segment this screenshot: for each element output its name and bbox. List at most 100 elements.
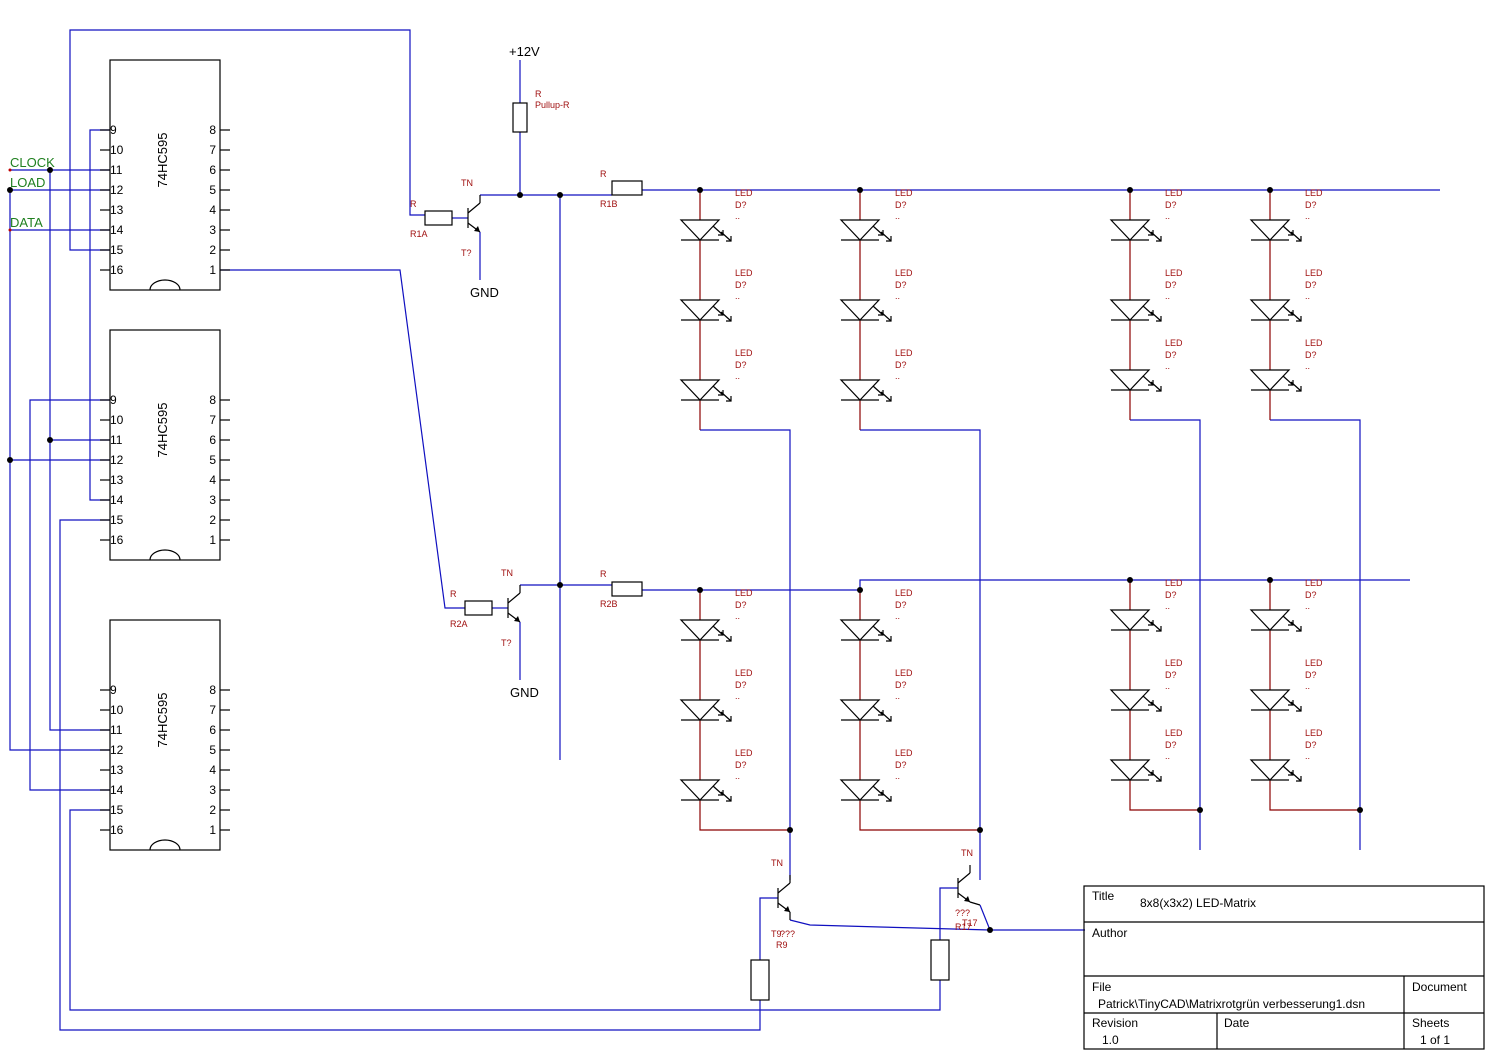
ic-pin-label: 10 <box>110 413 124 427</box>
led-name: D? <box>895 680 907 690</box>
title-value: 8x8(x3x2) LED-Matrix <box>1140 896 1256 910</box>
r2a-type: R <box>450 589 457 599</box>
ic-pin-label: 13 <box>110 203 124 217</box>
net-clock-label: CLOCK <box>10 155 55 170</box>
led-value: .. <box>1305 751 1310 761</box>
led-name: D? <box>1165 590 1177 600</box>
sheets-label: Sheets <box>1412 1016 1449 1030</box>
led-value: .. <box>735 611 740 621</box>
led-column-wires <box>699 190 1360 831</box>
led-type: LED <box>1305 658 1323 668</box>
ic-name-2: 74HC595 <box>155 403 170 458</box>
led-value: .. <box>895 211 900 221</box>
led-value: .. <box>1305 361 1310 371</box>
led-value: .. <box>1165 291 1170 301</box>
ic-pin-label: 14 <box>110 223 124 237</box>
led-type: LED <box>735 668 753 678</box>
ic-pin-label: 7 <box>209 703 216 717</box>
ic-pin-label: 1 <box>209 533 216 547</box>
led-name: D? <box>735 600 747 610</box>
document-label: Document <box>1412 980 1467 994</box>
q3-value: ??? <box>780 929 795 939</box>
led-value: .. <box>895 291 900 301</box>
led-value: .. <box>735 211 740 221</box>
led-value: .. <box>1165 751 1170 761</box>
led-value: .. <box>895 611 900 621</box>
led-type: LED <box>735 268 753 278</box>
ic-pin-label: 16 <box>110 823 124 837</box>
led-name: D? <box>735 680 747 690</box>
ic-pin-label: 6 <box>209 433 216 447</box>
ic-pin-label: 5 <box>209 743 216 757</box>
r2b-name: R2B <box>600 599 618 609</box>
led-name: D? <box>895 200 907 210</box>
r1a-name: R1A <box>410 229 428 239</box>
led-17: LED D?.. <box>839 668 913 722</box>
r1b-type: R <box>600 169 607 179</box>
led-type: LED <box>895 348 913 358</box>
r17-name: R17 <box>955 922 972 932</box>
led-name: D? <box>895 600 907 610</box>
led-value: .. <box>895 371 900 381</box>
led-type: LED <box>895 668 913 678</box>
q4-name: T17 <box>962 918 978 928</box>
file-label: File <box>1092 980 1112 994</box>
r1a-type: R <box>410 199 417 209</box>
r2b-type: R <box>600 569 607 579</box>
led-type: LED <box>1165 338 1183 348</box>
ic-pin-label: 3 <box>209 783 216 797</box>
gnd-label-1: GND <box>470 285 499 300</box>
ic-pin-label: 5 <box>209 183 216 197</box>
ic-pin-label: 5 <box>209 453 216 467</box>
author-label: Author <box>1092 926 1127 940</box>
led-name: D? <box>1165 280 1177 290</box>
shift-registers: 74HC5959101112131415168765432174HC595910… <box>100 59 230 851</box>
ic-pin-label: 13 <box>110 473 124 487</box>
q2-name: T? <box>501 638 512 648</box>
led-value: .. <box>1305 211 1310 221</box>
file-value: Patrick\TinyCAD\Matrixrotgrün verbesseru… <box>1098 997 1365 1011</box>
led-type: LED <box>895 268 913 278</box>
ic-pin-label: 10 <box>110 143 124 157</box>
ic-pin-label: 1 <box>209 263 216 277</box>
led-name: D? <box>1305 200 1317 210</box>
led-value: .. <box>895 691 900 701</box>
r9-name: R9 <box>776 940 788 950</box>
led-value: .. <box>735 771 740 781</box>
led-name: D? <box>1305 590 1317 600</box>
ic-pin-label: 8 <box>209 683 216 697</box>
vcc-label: +12V <box>509 44 540 59</box>
ic-pin-label: 4 <box>209 763 216 777</box>
net-data-label: DATA <box>10 215 43 230</box>
ic-pin-label: 6 <box>209 163 216 177</box>
led-value: .. <box>1165 211 1170 221</box>
led-name: D? <box>1305 350 1317 360</box>
ic-pin-label: 12 <box>110 743 124 757</box>
ic-pin-label: 15 <box>110 513 124 527</box>
q1-name: T? <box>461 248 472 258</box>
net-load-label: LOAD <box>10 175 45 190</box>
led-type: LED <box>895 188 913 198</box>
led-type: LED <box>735 348 753 358</box>
q2-type: TN <box>501 568 513 578</box>
led-type: LED <box>1305 188 1323 198</box>
led-type: LED <box>895 748 913 758</box>
ic-pin-label: 4 <box>209 203 216 217</box>
transistors: TN T? TN T? TN T9 ??? TN ??? T17 <box>461 178 981 939</box>
led-value: .. <box>895 771 900 781</box>
ic-pin-label: 14 <box>110 783 124 797</box>
ic-pin-label: 16 <box>110 533 124 547</box>
title-label: Title <box>1092 889 1115 903</box>
